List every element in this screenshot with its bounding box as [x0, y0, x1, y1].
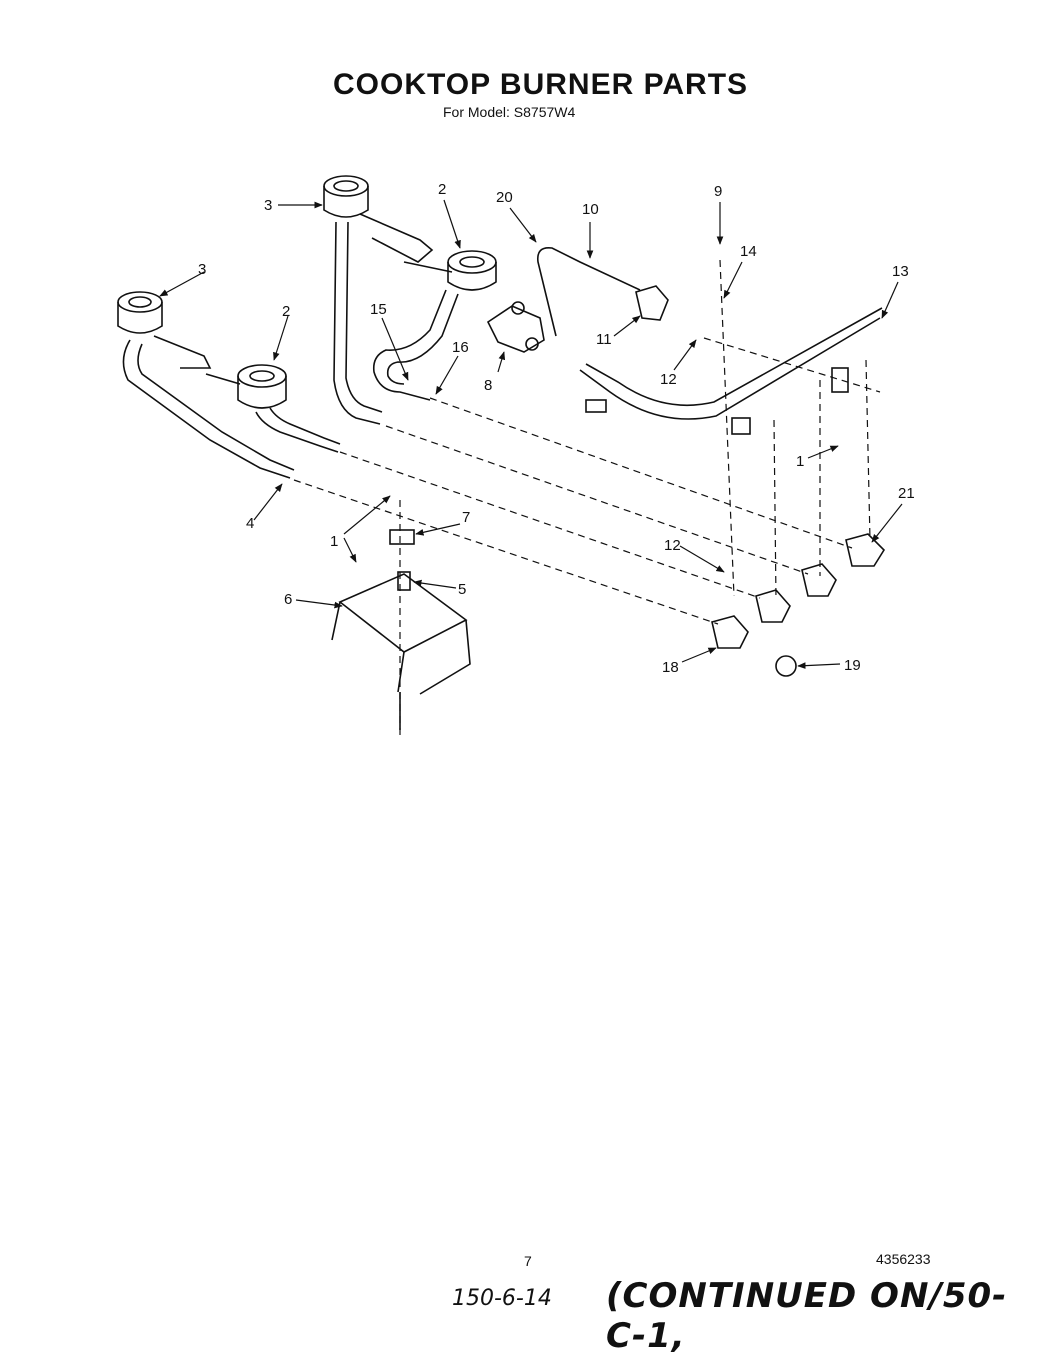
- elbow-fitting: [635, 285, 669, 321]
- callout-4: 4: [246, 515, 254, 532]
- assembly-lines: [293, 259, 881, 740]
- callout-14: 14: [740, 243, 757, 260]
- callout-9: 9: [714, 183, 722, 200]
- pressure-regulator: [486, 301, 545, 353]
- control-knob: [775, 655, 797, 677]
- burner-back-right: [372, 250, 497, 401]
- valves: [711, 533, 886, 649]
- callout-3-lower: 3: [198, 261, 206, 278]
- manifold-tube: [579, 307, 883, 435]
- callout-19: 19: [844, 657, 861, 674]
- burner-back-left: [323, 175, 434, 425]
- callout-16: 16: [452, 339, 469, 356]
- handwritten-reference: 150-6-14: [452, 1286, 552, 1311]
- model-subtitle: For Model: S8757W4: [443, 104, 576, 120]
- callout-15: 15: [370, 301, 387, 318]
- callout-8: 8: [484, 377, 492, 394]
- burner-front-right: [205, 364, 341, 453]
- clip: [389, 529, 415, 545]
- callout-12-lower: 12: [664, 537, 681, 554]
- callout-6: 6: [284, 591, 292, 608]
- callout-5: 5: [458, 581, 466, 598]
- sleeve: [397, 571, 411, 591]
- continued-note: (CONTINUED ON/50-C-1,: [606, 1276, 1008, 1356]
- callout-1-left: 1: [330, 533, 338, 550]
- gas-tube: [536, 246, 641, 337]
- callout-3-upper: 3: [264, 197, 272, 214]
- callout-10: 10: [582, 201, 599, 218]
- callout-1-right: 1: [796, 453, 804, 470]
- callout-7: 7: [462, 509, 470, 526]
- document-number: 4356233: [876, 1251, 931, 1267]
- mounting-bracket: [331, 573, 471, 730]
- callout-2-lower: 2: [282, 303, 290, 320]
- callout-2-upper: 2: [438, 181, 446, 198]
- callout-18: 18: [662, 659, 679, 676]
- callout-21: 21: [898, 485, 915, 502]
- callout-20: 20: [496, 189, 513, 206]
- callout-13: 13: [892, 263, 909, 280]
- callout-11: 11: [596, 331, 612, 348]
- callout-12-upper: 12: [660, 371, 677, 388]
- page-title: COOKTOP BURNER PARTS: [333, 68, 749, 101]
- burner-front-left: [117, 291, 295, 479]
- page-number: 7: [524, 1253, 532, 1269]
